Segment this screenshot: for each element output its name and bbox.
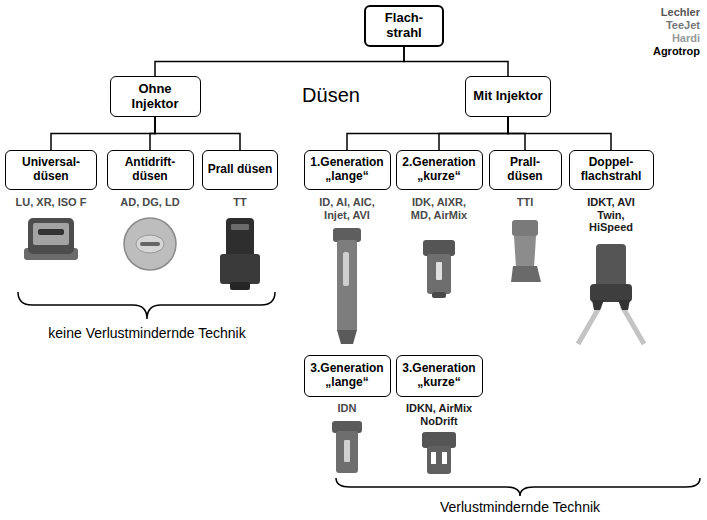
category-box: Mit Injektor bbox=[465, 76, 551, 117]
nozzle-body bbox=[427, 254, 451, 294]
nozzle-window bbox=[436, 262, 442, 280]
nozzle-face bbox=[136, 235, 164, 253]
universal-nozzle bbox=[24, 218, 78, 260]
nozzle-codes: TTI bbox=[495, 196, 555, 209]
tree-connector bbox=[439, 117, 508, 150]
box-text: Prall- düsen bbox=[493, 156, 558, 184]
nozzle-body bbox=[427, 446, 451, 474]
box-text: 1.Generation „lange“ bbox=[308, 156, 387, 184]
category-box: Ohne Injektor bbox=[110, 76, 201, 117]
nozzle-collar bbox=[422, 432, 456, 448]
nozzle-body bbox=[514, 236, 536, 268]
tree-connector bbox=[404, 47, 508, 76]
spray-fan bbox=[622, 306, 644, 344]
category-box: Universal- düsen bbox=[5, 150, 97, 190]
group-brace bbox=[18, 292, 275, 319]
short-injector-nozzle bbox=[422, 432, 456, 474]
nozzle-cap bbox=[220, 254, 260, 284]
box-text: 2.Generation „kurze“ bbox=[400, 156, 479, 184]
nozzle-collar bbox=[333, 228, 361, 242]
nozzle-collar bbox=[423, 240, 455, 256]
nozzle-ring bbox=[231, 224, 249, 230]
nozzle-codes: AD, DG, LD bbox=[108, 196, 192, 209]
nozzle-tip bbox=[511, 266, 541, 282]
nozzle-codes: TT bbox=[210, 196, 270, 209]
brace-caption: Verlustmindernde Technik bbox=[400, 499, 640, 515]
box-text: Ohne Injektor bbox=[114, 82, 197, 112]
brace-caption: keine Verlustmindernde Technik bbox=[12, 325, 282, 341]
nozzle-body bbox=[596, 244, 626, 288]
category-box: Prall- düsen bbox=[489, 150, 562, 190]
category-box: Flach- strahl bbox=[364, 5, 444, 47]
twin-fan-nozzle bbox=[578, 244, 644, 344]
group-brace bbox=[336, 478, 700, 496]
category-box: Doppel- flachstrahl bbox=[569, 150, 654, 190]
nozzle-body bbox=[336, 431, 358, 473]
box-text: Mit Injektor bbox=[473, 89, 542, 104]
tree-connector bbox=[155, 47, 404, 76]
box-text: Flach- strahl bbox=[369, 11, 439, 41]
tti-nozzle bbox=[511, 220, 541, 282]
nozzle-tip bbox=[618, 300, 630, 310]
tree-connector bbox=[155, 117, 240, 150]
category-box: 2.Generation „kurze“ bbox=[396, 150, 483, 190]
nozzle-codes: ID, AI, AIC, Injet, AVI bbox=[308, 196, 386, 221]
category-box: Antidrift- düsen bbox=[107, 150, 194, 190]
nozzle-codes: IDN bbox=[317, 402, 377, 415]
nozzle-cap bbox=[590, 284, 632, 302]
long-injector-nozzle bbox=[333, 228, 361, 344]
brand-key: Hardi bbox=[636, 32, 700, 45]
nozzle-disc bbox=[124, 218, 176, 270]
antidrift-nozzle bbox=[124, 218, 176, 270]
brand-key: Lechler bbox=[636, 6, 700, 19]
nozzle-slot bbox=[38, 229, 64, 235]
brand-key: Agrotrop bbox=[636, 45, 700, 58]
nozzle-window bbox=[344, 440, 350, 462]
category-box: Prall düsen bbox=[202, 150, 278, 190]
nozzle-tip bbox=[592, 300, 604, 310]
nozzle-codes: IDK, AIXR, MD, AirMix bbox=[402, 196, 476, 221]
category-box: 3.Generation „kurze“ bbox=[396, 355, 483, 397]
nozzle-tip bbox=[337, 330, 357, 344]
nozzle-body bbox=[28, 218, 74, 254]
box-text: Prall düsen bbox=[208, 163, 273, 177]
tree-connector bbox=[51, 117, 155, 150]
nozzle-codes: IDKN, AirMix NoDrift bbox=[397, 402, 481, 427]
box-text: 3.Generation „lange“ bbox=[308, 362, 387, 390]
nozzle-tip bbox=[432, 292, 446, 298]
nozzle-codes: IDKT, AVI Twin, HiSpeed bbox=[579, 196, 643, 234]
box-text: Doppel- flachstrahl bbox=[573, 156, 650, 184]
spray-fan bbox=[578, 306, 600, 344]
nozzle-slot bbox=[140, 242, 160, 246]
nozzle-collar bbox=[512, 220, 538, 236]
tree-connector bbox=[508, 117, 611, 150]
brand-key: TeeJet bbox=[636, 19, 700, 32]
nozzle-tip bbox=[230, 282, 250, 290]
nozzle-window bbox=[431, 452, 436, 464]
short-injector-nozzle bbox=[423, 240, 455, 298]
impact-nozzle bbox=[220, 218, 260, 290]
nozzle-window bbox=[442, 452, 447, 464]
box-text: 3.Generation „kurze“ bbox=[400, 362, 479, 390]
category-box: 1.Generation „lange“ bbox=[304, 150, 391, 190]
nozzle-codes: LU, XR, ISO F bbox=[5, 196, 97, 209]
nozzle-face bbox=[33, 223, 69, 245]
center-title: Düsen bbox=[286, 84, 376, 107]
box-text: Universal- düsen bbox=[9, 156, 93, 184]
long-injector-nozzle bbox=[332, 421, 362, 473]
box-text: Antidrift- düsen bbox=[111, 156, 190, 184]
nozzle-window bbox=[343, 252, 349, 286]
tree-connector bbox=[347, 117, 508, 150]
nozzle-body bbox=[337, 240, 357, 332]
nozzle-body bbox=[226, 218, 254, 258]
category-box: 3.Generation „lange“ bbox=[304, 355, 391, 397]
